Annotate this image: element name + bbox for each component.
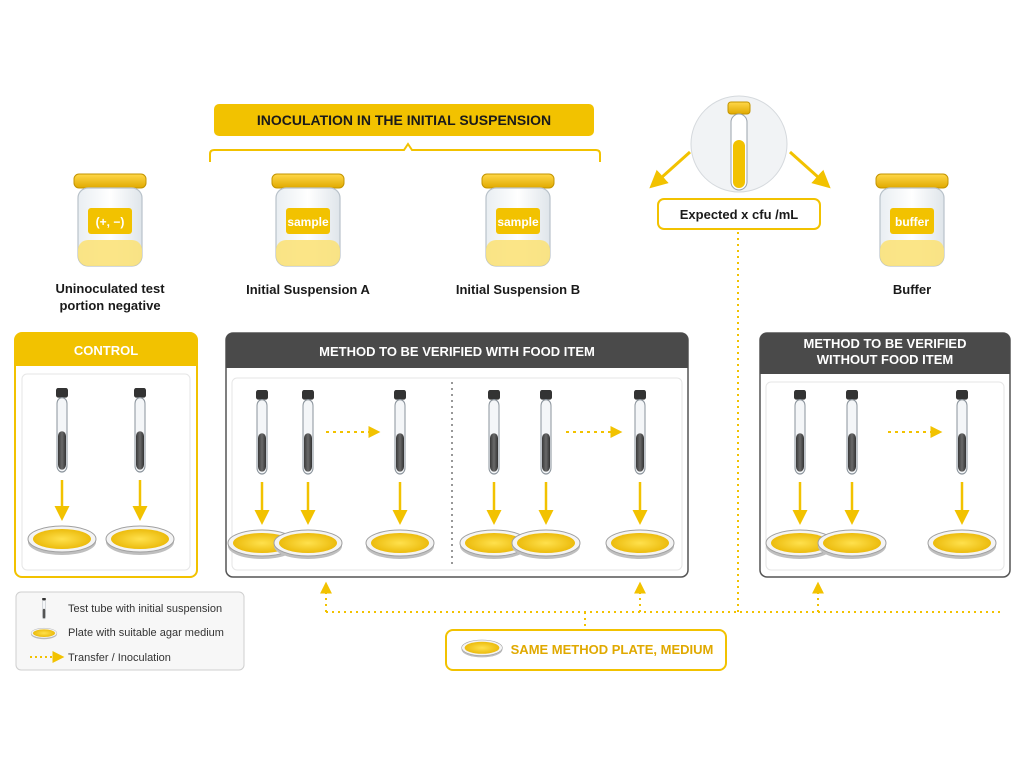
without-food-title: METHOD TO BE VERIFIED bbox=[804, 336, 967, 351]
with-food-title: METHOD TO BE VERIFIED WITH FOOD ITEM bbox=[319, 344, 595, 359]
plate-icon bbox=[105, 525, 175, 556]
banner-brace bbox=[209, 142, 601, 162]
jar-suspension-a: sample bbox=[271, 173, 345, 267]
test-tube-icon bbox=[539, 389, 553, 475]
legend-tube: Test tube with initial suspension bbox=[68, 603, 222, 615]
reference-tube bbox=[727, 101, 751, 191]
test-tube-icon bbox=[487, 389, 501, 475]
banner-title: INOCULATION IN THE INITIAL SUSPENSION bbox=[257, 112, 551, 128]
footer-label: SAME METHOD PLATE, MEDIUM bbox=[511, 642, 714, 657]
legend-plate: Plate with suitable agar medium bbox=[68, 627, 224, 639]
plate-icon bbox=[605, 529, 675, 560]
reference-label: Expected x cfu /mL bbox=[680, 207, 799, 222]
test-tube-icon bbox=[845, 389, 859, 475]
plate-icon bbox=[30, 628, 58, 640]
test-tube-icon bbox=[955, 389, 969, 475]
without-food-title: WITHOUT FOOD ITEM bbox=[817, 352, 953, 367]
jar-tag: (+, −) bbox=[96, 215, 125, 229]
plate-icon bbox=[365, 529, 435, 560]
legend bbox=[15, 591, 245, 671]
tube-plate-columns bbox=[27, 387, 997, 560]
plate-icon bbox=[817, 529, 887, 560]
jar-tag: sample bbox=[287, 215, 329, 229]
jar-caption: Initial Suspension B bbox=[456, 282, 580, 297]
test-tube-icon bbox=[793, 389, 807, 475]
jar-suspension-b: sample bbox=[481, 173, 555, 267]
jar-caption: Uninoculated test bbox=[55, 281, 165, 296]
banner-box bbox=[214, 104, 594, 136]
plate-icon bbox=[927, 529, 997, 560]
test-tube-icon bbox=[55, 387, 69, 473]
jar-tag: sample bbox=[497, 215, 539, 229]
test-tube-icon bbox=[633, 389, 647, 475]
jar-caption: portion negative bbox=[59, 298, 160, 313]
arrow-to-buffer bbox=[788, 150, 831, 189]
test-tube-icon bbox=[255, 389, 269, 475]
plate-icon bbox=[511, 529, 581, 560]
control-title: CONTROL bbox=[74, 343, 138, 358]
jar-caption: Buffer bbox=[893, 282, 931, 297]
jar-tag: buffer bbox=[895, 215, 929, 229]
test-tube-icon bbox=[301, 389, 315, 475]
reference-label-box bbox=[657, 198, 821, 230]
footer-box bbox=[445, 629, 727, 671]
jar-buffer: buffer bbox=[875, 173, 949, 267]
test-tube-icon bbox=[42, 597, 46, 620]
arrow-to-suspensions bbox=[649, 150, 692, 189]
jar-caption: Initial Suspension A bbox=[246, 282, 370, 297]
legend-transfer: Transfer / Inoculation bbox=[68, 652, 171, 664]
plate-icon bbox=[27, 525, 97, 556]
jar-control: (+, −) bbox=[73, 173, 147, 267]
plate-icon bbox=[461, 639, 503, 658]
test-tube-icon bbox=[393, 389, 407, 475]
plate-icon bbox=[273, 529, 343, 560]
test-tube-icon bbox=[133, 387, 147, 473]
